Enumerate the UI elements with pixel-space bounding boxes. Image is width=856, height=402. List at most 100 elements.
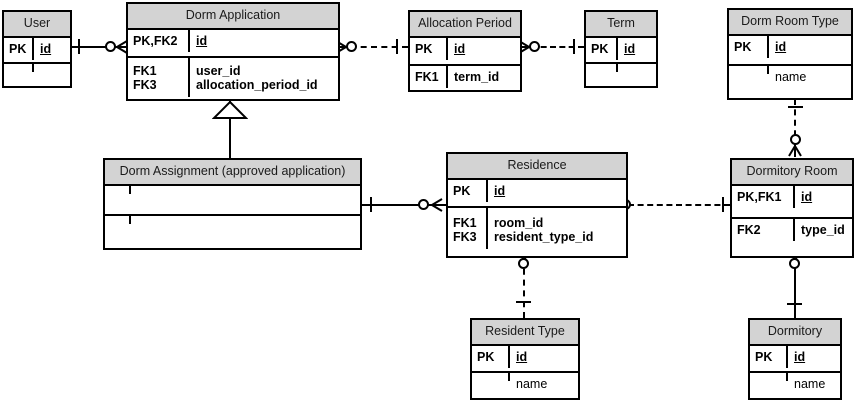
attr-name: name: [516, 376, 548, 391]
attr-key: [105, 215, 131, 224]
cardinality-one-resident-type: [516, 301, 531, 303]
connector-dorm-application-dorm-assignment: [229, 100, 231, 164]
connector-residence-resident-type: [523, 258, 525, 318]
entity-term-title: Term: [586, 12, 656, 38]
attr-key: FK1: [410, 65, 448, 89]
table-row[interactable]: PK,FK2 id: [128, 29, 338, 58]
entity-allocation-period-title: Allocation Period: [410, 12, 520, 38]
cardinality-zero-residence-left: [418, 199, 429, 210]
table-row[interactable]: FK2 type_id: [732, 218, 852, 253]
entity-allocation-period[interactable]: Allocation Period PK id FK1 term_id: [408, 10, 522, 92]
table-row[interactable]: PK id: [4, 37, 70, 64]
attr-name: id: [454, 41, 466, 56]
connector-user-dorm-application: [72, 46, 126, 48]
cardinality-zero-dormitory-room-top: [790, 134, 801, 145]
entity-residence[interactable]: Residence PK id FK1 FK3 room_id resident…: [446, 152, 628, 258]
attr-key: PK: [4, 37, 34, 61]
table-row[interactable]: PK id: [586, 37, 656, 64]
entity-dormitory-title: Dormitory: [750, 320, 840, 346]
attr-key: [472, 372, 510, 381]
cardinality-one-user: [78, 39, 80, 54]
entity-user-title: User: [4, 12, 70, 38]
attr-key: [4, 63, 34, 72]
attr-key: PK: [729, 35, 769, 59]
attr-name: id: [494, 183, 506, 198]
cardinality-one-allocation-period: [396, 39, 398, 54]
attr-key: PK: [410, 37, 448, 61]
connector-dorm-assignment-residence: [362, 204, 446, 206]
attr-key: PK: [750, 345, 788, 369]
table-row[interactable]: FK1 FK3 room_id resident_type_id: [448, 207, 626, 258]
entity-residence-title: Residence: [448, 154, 626, 180]
attr-key: [586, 63, 618, 72]
table-row[interactable]: PK id: [410, 37, 520, 66]
cardinality-zero-allocation-period-left: [346, 41, 357, 52]
attr-name: [131, 216, 360, 224]
table-row[interactable]: FK1 FK3 user_id allocation_period_id: [128, 57, 338, 102]
attr-name: id: [624, 41, 636, 56]
connector-allocation-period-term: [522, 46, 584, 48]
cardinality-zero-term-left: [529, 41, 540, 52]
table-row[interactable]: PK id: [750, 345, 840, 373]
connector-residence-dormitory-room: [628, 204, 730, 206]
table-row[interactable]: [105, 215, 360, 247]
crowsfoot-many-dorm-application: [116, 39, 128, 55]
cardinality-one-dormitory-room-left: [722, 197, 724, 212]
entity-dorm-assignment-title: Dorm Assignment (approved application): [105, 160, 360, 186]
connector-dorm-room-type-dormitory-room: [794, 99, 796, 157]
attr-key: [105, 185, 131, 194]
attr-name: user_id allocation_period_id: [196, 63, 318, 93]
generalization-triangle-icon: [211, 100, 249, 125]
attr-name: type_id: [801, 222, 845, 237]
cardinality-one-dorm-room-type: [788, 106, 803, 108]
attr-name: id: [516, 349, 528, 364]
cardinality-zero-dorm-application: [105, 41, 116, 52]
attr-key: PK: [448, 179, 488, 203]
entity-dormitory-room[interactable]: Dormitory Room PK,FK1 id FK2 type_id: [730, 158, 854, 258]
attr-name: id: [40, 41, 52, 56]
attr-name: term_id: [454, 69, 500, 84]
table-row[interactable]: [105, 185, 360, 216]
attr-name: id: [775, 39, 787, 54]
entity-term[interactable]: Term PK id: [584, 10, 658, 88]
table-row[interactable]: [586, 63, 656, 88]
entity-user[interactable]: User PK id: [2, 10, 72, 88]
table-row[interactable]: name: [729, 65, 851, 97]
entity-dormitory[interactable]: Dormitory PK id name: [748, 318, 842, 400]
attr-key: FK1 FK3: [128, 57, 190, 97]
table-row[interactable]: PK id: [729, 35, 851, 66]
entity-dorm-application-title: Dorm Application: [128, 4, 338, 30]
attr-name: [34, 64, 70, 72]
entity-resident-type[interactable]: Resident Type PK id name: [470, 318, 580, 400]
table-row[interactable]: PK id: [448, 179, 626, 208]
entity-dormitory-room-title: Dormitory Room: [732, 160, 852, 186]
attr-name: id: [794, 349, 806, 364]
attr-name: room_id resident_type_id: [494, 215, 594, 245]
attr-name: id: [196, 33, 208, 48]
attr-key: [750, 372, 788, 381]
crowsfoot-many-residence-left: [431, 197, 443, 213]
attr-key: PK,FK1: [732, 185, 795, 209]
cardinality-zero-dormitory-room-bottom: [789, 258, 800, 269]
entity-dorm-application[interactable]: Dorm Application PK,FK2 id FK1 FK3 user_…: [126, 2, 340, 101]
table-row[interactable]: FK1 term_id: [410, 65, 520, 91]
attr-key: PK: [586, 37, 618, 61]
entity-resident-type-title: Resident Type: [472, 320, 578, 346]
entity-dorm-room-type[interactable]: Dorm Room Type PK id name: [727, 8, 853, 100]
attr-key: PK: [472, 345, 510, 369]
entity-dorm-room-type-title: Dorm Room Type: [729, 10, 851, 36]
attr-key: FK2: [732, 218, 795, 242]
entity-dorm-assignment[interactable]: Dorm Assignment (approved application): [103, 158, 362, 250]
table-row[interactable]: [4, 63, 70, 88]
attr-name: id: [801, 189, 813, 204]
table-row[interactable]: name: [472, 372, 578, 401]
table-row[interactable]: name: [750, 372, 840, 401]
table-row[interactable]: PK,FK1 id: [732, 185, 852, 219]
cardinality-one-dorm-assignment: [370, 197, 372, 212]
cardinality-one-dormitory: [787, 303, 802, 305]
table-row[interactable]: PK id: [472, 345, 578, 373]
crowsfoot-many-dormitory-room-top: [787, 145, 803, 157]
connector-dormitory-room-dormitory: [794, 258, 796, 320]
cardinality-one-term: [573, 39, 575, 54]
